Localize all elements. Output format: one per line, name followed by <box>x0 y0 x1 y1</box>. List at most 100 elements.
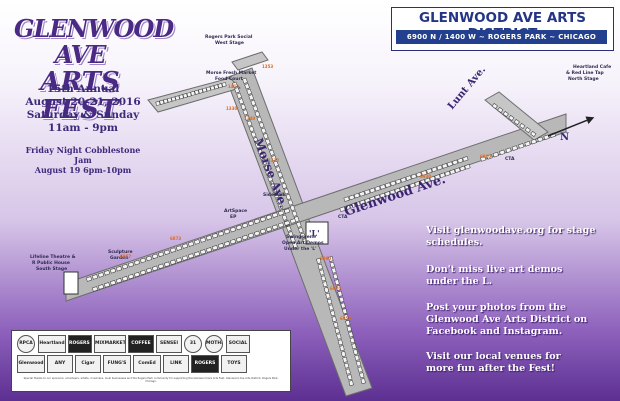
booth <box>491 103 498 109</box>
booth <box>290 236 296 243</box>
booth <box>518 143 525 149</box>
booth <box>279 177 286 184</box>
lunt-ave-label: Lunt Ave. <box>446 64 488 111</box>
fest-hours: 11am - 9pm <box>48 122 118 134</box>
booth <box>273 160 279 167</box>
booth <box>409 182 416 189</box>
booth <box>277 203 284 210</box>
booth <box>182 93 188 99</box>
booth <box>157 251 165 258</box>
booth <box>359 199 366 206</box>
sponsor-logo: COFFEE <box>128 335 154 353</box>
booth <box>264 138 271 145</box>
booth <box>209 85 215 91</box>
booth <box>139 257 147 264</box>
booth <box>374 185 381 192</box>
booth <box>271 224 279 230</box>
booth <box>254 142 261 149</box>
booth <box>244 83 250 90</box>
booth <box>253 230 261 237</box>
booth <box>253 218 261 225</box>
booth <box>199 249 207 255</box>
booth <box>175 257 183 263</box>
booth <box>424 177 431 184</box>
booth <box>260 127 267 134</box>
booth <box>223 240 231 247</box>
booth <box>115 277 123 284</box>
booth <box>205 247 213 253</box>
booth <box>323 287 330 293</box>
venue-sculpture: Sculpture <box>108 249 133 255</box>
booth <box>163 261 171 268</box>
booth <box>347 374 353 381</box>
booth <box>295 221 302 228</box>
south-stage-block <box>63 271 79 295</box>
sponsor-logo: RPCA <box>17 335 35 353</box>
booth <box>211 245 219 251</box>
booth <box>235 224 243 231</box>
booth <box>364 197 371 204</box>
booth <box>273 192 280 199</box>
booth <box>187 253 195 259</box>
booth <box>426 168 433 174</box>
booth <box>292 242 298 249</box>
booth <box>121 263 129 270</box>
booth <box>223 228 231 235</box>
booth <box>537 136 544 143</box>
booth <box>319 269 325 276</box>
booth <box>351 343 357 350</box>
sponsor-logo: SOCIAL <box>226 335 250 353</box>
booth <box>444 170 451 177</box>
booth <box>348 194 355 201</box>
booth <box>246 88 253 95</box>
booth <box>394 187 401 194</box>
booth <box>415 171 422 178</box>
booth <box>349 203 356 209</box>
booth <box>317 263 323 270</box>
booth <box>174 95 180 101</box>
fest-title: GLENWOOD AVE ARTS FEST <box>14 14 174 125</box>
address-marker: 1411 <box>228 84 239 89</box>
address-marker: 1340 <box>244 116 255 121</box>
lunt-ave-street <box>484 91 549 141</box>
booth <box>508 115 515 121</box>
sponsor-logo: SENSEI <box>156 335 182 353</box>
booth <box>127 273 135 280</box>
booth <box>240 103 247 111</box>
sponsor-logo: Glenwood <box>17 355 45 373</box>
booth <box>275 197 282 205</box>
booth <box>322 281 328 288</box>
booth <box>511 145 518 151</box>
fest-days: Saturday & Sunday <box>26 109 140 121</box>
booth <box>205 86 212 92</box>
booth <box>339 345 345 352</box>
booth <box>244 114 251 122</box>
booth <box>190 90 196 96</box>
booth <box>352 349 359 355</box>
booth <box>492 151 499 158</box>
north-label: N <box>560 132 569 143</box>
booth <box>454 167 461 173</box>
booth <box>133 259 141 266</box>
booth <box>436 164 443 171</box>
booth <box>194 89 200 95</box>
booth <box>360 378 366 385</box>
booth <box>232 81 238 88</box>
fest-info: 15th Annual August 20-21, 2016 Saturday … <box>18 83 148 175</box>
fest-dates: August 20-21, 2016 <box>25 96 141 108</box>
fest-title-line1: GLENWOOD AVE <box>14 14 174 69</box>
booth <box>404 184 411 190</box>
booth <box>374 194 381 201</box>
booth <box>259 228 267 235</box>
booth <box>170 96 177 102</box>
booth <box>155 100 161 106</box>
booth <box>332 273 339 280</box>
booth <box>229 226 237 233</box>
venue-swingscene: Swingscene <box>286 234 316 240</box>
venue-heartland: Heartland Cafe <box>573 64 611 70</box>
sponsor-logo: Heartland <box>38 335 66 353</box>
sponsor-logo: Cigar <box>75 355 101 373</box>
booth <box>384 182 391 188</box>
booth <box>434 174 441 180</box>
